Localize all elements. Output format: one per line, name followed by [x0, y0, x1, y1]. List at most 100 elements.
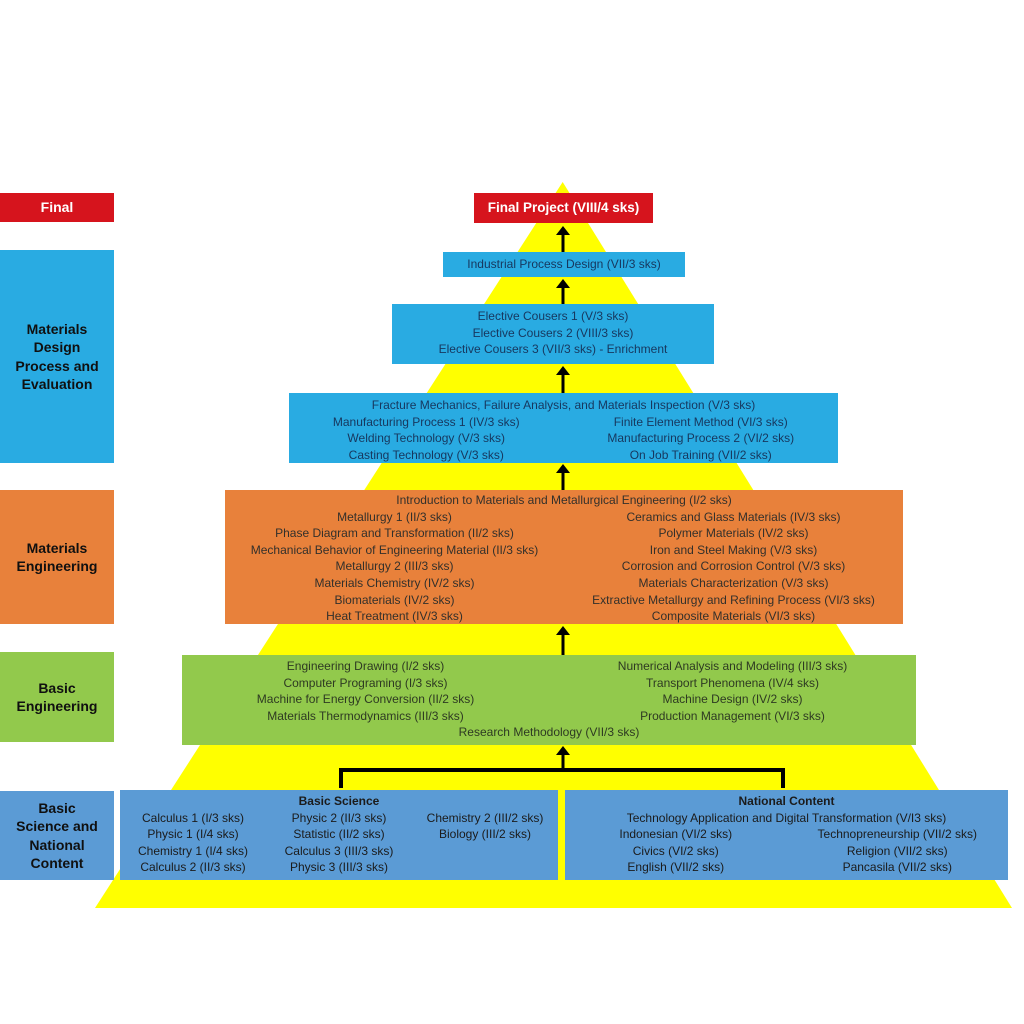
materials-engineering-left-column: Metallurgy 1 (II/3 sks) Phase Diagram and… [225, 509, 564, 625]
basic-science-column-3: Chemistry 2 (III/2 sks) Biology (III/2 sk… [412, 810, 558, 876]
design-evaluation-right-column: Finite Element Method (VI/3 sks) Manufact… [564, 414, 839, 464]
arrow-up-icon [556, 746, 570, 770]
national-content-column-1: Indonesian (VI/2 sks)Civics (VI/2 sks) En… [565, 826, 787, 876]
course-item: Civics (VI/2 sks) [632, 843, 719, 858]
course-item: Engineering Drawing (I/2 sks) [286, 659, 445, 673]
course-item: Manufacturing Process 1 (IV/3 sks) [332, 414, 520, 429]
course-item: Religion (VII/2 sks) [846, 843, 948, 858]
course-item: Numerical Analysis and Modeling (III/3 s… [617, 659, 848, 673]
bottom-boxes-bracket-connector [339, 768, 785, 788]
basic-engineering-tier-box: Engineering Drawing (I/2 sks)Computer Pr… [182, 655, 916, 745]
legend-final: Final [0, 193, 114, 222]
course-item: Physic 1 (I/4 sks) [147, 827, 239, 842]
course-item: Elective Cousers 2 (VIII/3 sks) [472, 325, 634, 340]
course-item: Heat Treatment (IV/3 sks) [326, 609, 463, 624]
course-item: Physic 3 (III/3 sks) [289, 860, 389, 875]
elective-course-list: Elective Cousers 1 (V/3 sks) Elective Cou… [392, 308, 714, 358]
course-item: Iron and Steel Making (V/3 sks) [649, 542, 818, 557]
course-item: English (VII/2 sks) [627, 860, 725, 875]
course-item: Metallurgy 1 (II/3 sks) [337, 509, 452, 524]
course-item: Physic 2 (II/3 sks) [291, 810, 387, 825]
course-item: Chemistry 2 (III/2 sks) [426, 810, 544, 825]
legend-basic-science: Basic Science and National Content [0, 791, 114, 880]
basic-science-columns: Calculus 1 (I/3 sks)Physic 1 (I/4 sks)Ch… [120, 810, 558, 876]
legend-materials-engineering-label: Materials Engineering [16, 539, 98, 574]
arrow-up-icon [556, 626, 570, 655]
basic-engineering-columns: Engineering Drawing (I/2 sks)Computer Pr… [182, 658, 916, 724]
national-content-title: National Content [738, 794, 835, 808]
design-evaluation-columns: Manufacturing Process 1 (IV/3 sks) Weldin… [289, 414, 838, 464]
arrowhead-icon [556, 746, 570, 755]
course-item: Mechanical Behavior of Engineering Mater… [250, 542, 539, 557]
basic-science-column-1: Calculus 1 (I/3 sks) Physic 1 (I/4 sks)Ch… [120, 810, 266, 876]
legend-materials-design: Materials Design Process and Evaluation [0, 250, 114, 463]
course-item: Metallurgy 2 (III/3 sks) [335, 559, 454, 574]
legend-basic-engineering: Basic Engineering [0, 652, 114, 742]
course-item: Extractive Metallurgy and Refining Proce… [592, 592, 875, 607]
arrow-up-icon [556, 366, 570, 393]
course-item: Introduction to Materials and Metallurgi… [396, 493, 732, 507]
course-item: Machine Design (IV/2 sks) [662, 692, 803, 707]
arrow-up-icon [556, 464, 570, 490]
elective-courses-box: Elective Cousers 1 (V/3 sks) Elective Cou… [392, 304, 714, 364]
course-item: Corrosion and Corrosion Control (V/3 sks… [621, 559, 846, 574]
final-project-label: Final Project (VIII/4 sks) [487, 199, 640, 215]
course-item: Polymer Materials (IV/2 sks) [658, 526, 809, 541]
course-item: Finite Element Method (VI/3 sks) [613, 414, 788, 429]
final-project-box: Final Project (VIII/4 sks) [474, 193, 653, 223]
course-item: Calculus 2 (II/3 sks) [140, 860, 246, 875]
materials-engineering-right-column: Ceramics and Glass Materials (IV/3 sks) P… [564, 509, 903, 625]
arrow-up-icon [556, 226, 570, 252]
course-item: Biomaterials (IV/2 sks) [334, 592, 455, 607]
basic-engineering-left-column: Engineering Drawing (I/2 sks)Computer Pr… [182, 658, 549, 724]
course-item: Casting Technology (V/3 sks) [348, 447, 504, 462]
arrowhead-icon [556, 226, 570, 235]
course-item: Chemistry 1 (I/4 sks) [137, 843, 248, 858]
design-evaluation-left-column: Manufacturing Process 1 (IV/3 sks) Weldin… [289, 414, 564, 464]
materials-engineering-tier-box: Introduction to Materials and Metallurgi… [225, 490, 903, 624]
basic-science-box: Basic Science Calculus 1 (I/3 sks) Physic… [120, 790, 558, 880]
course-item: Technopreneurship (VII/2 sks) [817, 827, 977, 842]
course-item: Technology Application and Digital Trans… [626, 810, 947, 825]
basic-engineering-right-column: Numerical Analysis and Modeling (III/3 s… [549, 658, 916, 724]
course-item: Materials Characterization (V/3 sks) [638, 575, 829, 590]
course-item: Elective Cousers 3 (VII/3 sks) - Enrichm… [438, 342, 668, 357]
basic-science-column-2: Physic 2 (II/3 sks) Statistic (II/2 sks)C… [266, 810, 412, 876]
legend-basic-science-label: Basic Science and National Content [16, 799, 98, 871]
course-item: Ceramics and Glass Materials (IV/3 sks) [626, 509, 841, 524]
course-item: Calculus 1 (I/3 sks) [141, 810, 245, 825]
arrowhead-icon [556, 626, 570, 635]
arrowhead-icon [556, 464, 570, 473]
national-content-column-2: Technopreneurship (VII/2 sks)Religion (V… [787, 826, 1009, 876]
course-item: Materials Chemistry (IV/2 sks) [314, 575, 475, 590]
course-item: Composite Materials (VI/3 sks) [651, 609, 816, 624]
course-item: Pancasila (VII/2 sks) [842, 860, 952, 875]
national-content-box: National Content Technology Application … [565, 790, 1008, 880]
course-item: Elective Cousers 1 (V/3 sks) [477, 309, 629, 323]
course-item: Machine for Energy Conversion (II/2 sks) [256, 692, 475, 707]
industrial-process-design-box: Industrial Process Design (VII/3 sks) [443, 252, 685, 277]
course-item: Production Management (VI/3 sks) [640, 708, 825, 723]
course-item: Materials Thermodynamics (III/3 sks) [267, 708, 464, 723]
course-item: Welding Technology (V/3 sks) [347, 431, 506, 446]
course-item: Statistic (II/2 sks) [293, 827, 385, 842]
arrow-up-icon [556, 279, 570, 304]
course-item: Calculus 3 (III/3 sks) [284, 843, 394, 858]
course-item: Transport Phenomena (IV/4 sks) [646, 675, 819, 690]
materials-engineering-columns: Metallurgy 1 (II/3 sks) Phase Diagram and… [225, 509, 903, 625]
course-item: Phase Diagram and Transformation (II/2 s… [275, 526, 514, 541]
course-item: Indonesian (VI/2 sks) [619, 827, 733, 842]
national-content-columns: Indonesian (VI/2 sks)Civics (VI/2 sks) En… [565, 826, 1008, 876]
legend-basic-engineering-label: Basic Engineering [16, 679, 98, 714]
basic-science-title: Basic Science [298, 794, 380, 808]
arrowhead-icon [556, 279, 570, 288]
legend-materials-design-label: Materials Design Process and Evaluation [15, 320, 99, 392]
legend-final-label: Final [40, 199, 74, 216]
legend-materials-engineering: Materials Engineering [0, 490, 114, 624]
course-item: On Job Training (VII/2 sks) [629, 447, 772, 462]
course-item: Manufacturing Process 2 (VI/2 sks) [607, 431, 795, 446]
course-item: Research Methodology (VII/3 sks) [458, 725, 640, 740]
arrowhead-icon [556, 366, 570, 375]
course-item: Biology (III/2 sks) [438, 827, 532, 842]
